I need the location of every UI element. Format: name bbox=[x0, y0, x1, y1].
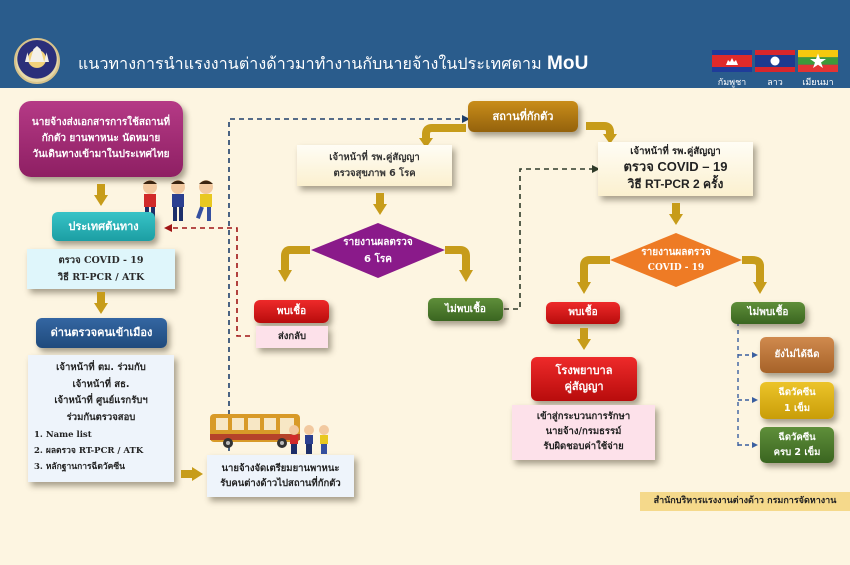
found-covid-box: พบเชื้อ bbox=[546, 302, 620, 324]
treatment-line-2: นายจ้าง/กรมธรรม์ bbox=[545, 426, 622, 438]
officers-line-4: ร่วมกันตรวจสอบ bbox=[66, 411, 136, 423]
decision-covid-line-2: COVID - 19 bbox=[647, 262, 705, 273]
arrow-down-icon bbox=[669, 203, 683, 225]
vaccine-one-line-2: 1 เข็ม bbox=[784, 402, 810, 414]
curved-arrow-6-left bbox=[281, 246, 310, 272]
arrowhead-quarantine bbox=[462, 115, 470, 123]
treatment-box: เข้าสู่กระบวนการรักษา นายจ้าง/กรมธรรม์ ร… bbox=[512, 405, 655, 460]
arrow-down-icon bbox=[373, 193, 387, 215]
employer-docs-box: นายจ้างส่งเอกสารการใช้สถานที่ กักตัว ยาน… bbox=[19, 101, 183, 177]
arrow-down-icon bbox=[577, 328, 591, 350]
arrow-down-icon bbox=[94, 184, 108, 206]
officers-line-3: เจ้าหน้าที่ ศูนย์แรกรับฯ bbox=[54, 395, 148, 407]
curved-arrow-quarantine-left bbox=[422, 124, 466, 140]
covid-check-line-1: เจ้าหน้าที่ รพ.คู่สัญญา bbox=[630, 145, 721, 157]
decision-6-diseases: รายงานผลตรวจ 6 โรค bbox=[311, 223, 445, 278]
dashed-line-to-quarantine bbox=[228, 118, 462, 460]
officers-line-2: เจ้าหน้าที่ สธ. bbox=[72, 378, 130, 390]
checklist-item: 2. ผลตรวจ RT-PCR / ATK bbox=[34, 445, 144, 456]
health-check-box: เจ้าหน้าที่ รพ.คู่สัญญา ตรวจสุขภาพ 6 โรค bbox=[297, 145, 452, 186]
vaccine-two-line-1: ฉีดวัคซีน bbox=[778, 431, 816, 443]
partner-hospital-box: โรงพยาบาล คู่สัญญา bbox=[531, 357, 637, 401]
decision-6-line-2: 6 โรค bbox=[364, 253, 392, 265]
origin-country-box: ประเทศต้นทาง bbox=[52, 212, 155, 241]
treatment-line-1: เข้าสู่กระบวนการรักษา bbox=[536, 411, 631, 423]
covid-test-line-2: วิธี RT-PCR / ATK bbox=[57, 272, 145, 283]
health-check-line-2: ตรวจสุขภาพ 6 โรค bbox=[333, 167, 416, 179]
title-text: แนวทางการนำแรงงานต่างด้าวมาทำงานกับนายจ้… bbox=[78, 54, 542, 73]
vaccine-two-doses-box: ฉีดวัคซีน ครบ 2 เข็ม bbox=[760, 427, 834, 463]
checklist-item: 1. Name list bbox=[34, 429, 92, 440]
laos-flag-icon bbox=[755, 50, 795, 72]
workers-small-icon bbox=[289, 425, 329, 454]
vaccine-one-line-1: ฉีดวัคซีน bbox=[778, 387, 816, 399]
covid-check-line-2: ตรวจ COVID – 19 bbox=[623, 159, 728, 175]
bus-illustration bbox=[210, 414, 329, 454]
hospital-line-1: โรงพยาบาล bbox=[555, 363, 613, 377]
arrow-right-icon bbox=[181, 467, 203, 481]
hospital-line-2: คู่สัญญา bbox=[564, 380, 604, 393]
dashed-line-send-back bbox=[172, 227, 250, 337]
quarantine-site-box: สถานที่กักตัว bbox=[468, 101, 578, 132]
curved-arrow-quarantine-right bbox=[586, 122, 614, 136]
page-title: แนวทางการนำแรงงานต่างด้าวมาทำงานกับนายจ้… bbox=[78, 52, 588, 77]
dashed-line-to-covid-check bbox=[504, 168, 592, 310]
officers-box: เจ้าหน้าที่ ตม. ร่วมกับ เจ้าหน้าที่ สธ. … bbox=[28, 355, 174, 482]
arrow-down-icon bbox=[94, 292, 108, 314]
not-found-6-box: ไม่พบเชื้อ bbox=[428, 298, 503, 321]
decision-covid: รายงานผลตรวจ COVID - 19 bbox=[610, 233, 742, 287]
send-back-box: ส่งกลับ bbox=[256, 326, 328, 348]
transport-box: นายจ้างจัดเตรียมยานพาหนะ รับคนต่างด้าวไป… bbox=[207, 455, 354, 497]
employer-docs-line-1: นายจ้างส่งเอกสารการใช้สถานที่ bbox=[31, 117, 171, 128]
checklist-item: 3. หลักฐานการฉีดวัคซีน bbox=[34, 461, 125, 472]
employer-docs-line-3: วันเดินทางเข้ามาในประเทศไทย bbox=[32, 149, 170, 160]
worker-laos-icon bbox=[171, 180, 185, 221]
header-bar bbox=[0, 0, 850, 88]
covid-test-line-1: ตรวจ COVID - 19 bbox=[58, 254, 144, 266]
arrowhead-send-back bbox=[164, 224, 172, 232]
covid-check-line-3: วิธี RT-PCR 2 ครั้ง bbox=[627, 177, 724, 192]
transport-line-2: รับคนต่างด้าวไปสถานที่กักตัว bbox=[220, 478, 341, 489]
myanmar-flag-icon bbox=[798, 50, 838, 72]
vaccine-two-line-2: ครบ 2 เข็ม bbox=[773, 447, 821, 458]
worker-myanmar-icon bbox=[196, 180, 213, 221]
transport-line-1: นายจ้างจัดเตรียมยานพาหนะ bbox=[221, 462, 340, 474]
cambodia-flag-icon bbox=[712, 50, 752, 72]
curved-arrow-6-right bbox=[445, 246, 470, 272]
flag-label-cambodia: กัมพูชา bbox=[717, 78, 747, 88]
arrowhead-covid-check bbox=[592, 165, 600, 173]
credit-label: สำนักบริหารแรงงานต่างด้าว กรมการจัดหางาน bbox=[640, 492, 850, 511]
vaccine-none-box: ยังไม่ได้ฉีด bbox=[760, 337, 834, 373]
covid-test-box: ตรวจ COVID - 19 วิธี RT-PCR / ATK bbox=[27, 249, 175, 289]
dashed-line-vaccine-branches bbox=[738, 354, 752, 446]
vaccine-one-dose-box: ฉีดวัคซีน 1 เข็ม bbox=[760, 382, 834, 419]
found-6-box: พบเชื้อ bbox=[254, 300, 329, 323]
flag-label-myanmar: เมียนมา bbox=[802, 78, 834, 88]
immigration-checkpoint-box: ด่านตรวจคนเข้าเมือง bbox=[36, 318, 167, 348]
title-mou: MoU bbox=[546, 53, 589, 74]
curved-arrow-covid-left bbox=[580, 256, 610, 284]
curved-arrow-covid-right bbox=[742, 256, 764, 284]
health-check-line-1: เจ้าหน้าที่ รพ.คู่สัญญา bbox=[329, 152, 420, 164]
curved-arrows bbox=[281, 122, 764, 284]
covid-check-box: เจ้าหน้าที่ รพ.คู่สัญญา ตรวจ COVID – 19 … bbox=[598, 142, 753, 196]
flag-label-laos: ลาว bbox=[767, 78, 783, 88]
not-found-covid-box: ไม่พบเชื้อ bbox=[731, 302, 805, 324]
treatment-line-3: รับผิดชอบค่าใช้จ่าย bbox=[543, 440, 624, 452]
bus-icon bbox=[210, 414, 300, 448]
officers-line-1: เจ้าหน้าที่ ตม. ร่วมกับ bbox=[56, 362, 146, 373]
employer-docs-line-2: กักตัว ยานพาหนะ นัดหมาย bbox=[41, 133, 161, 144]
decision-covid-line-1: รายงานผลตรวจ bbox=[641, 246, 711, 258]
decision-6-line-1: รายงานผลตรวจ bbox=[343, 236, 413, 248]
